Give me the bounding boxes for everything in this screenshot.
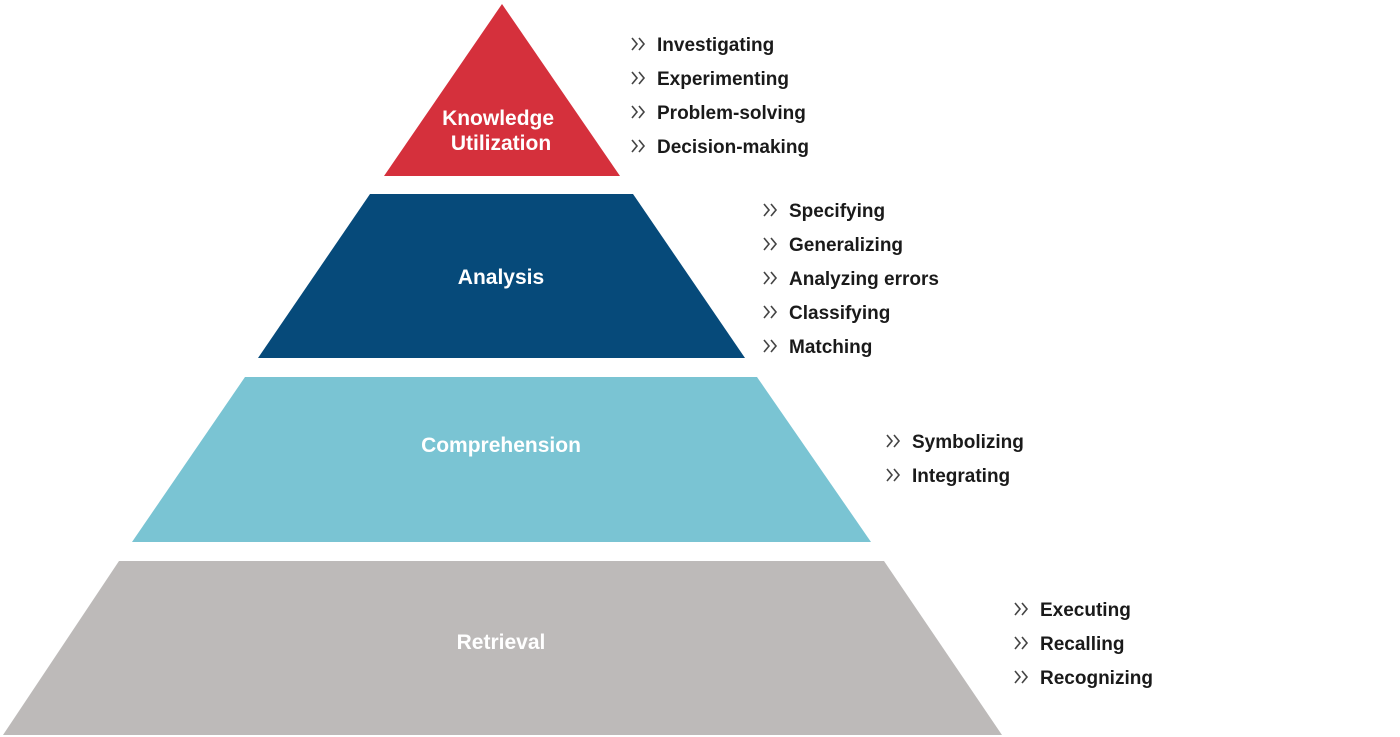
- tier-label-line: Retrieval: [457, 631, 546, 654]
- tier-analysis: Analysis Specifying Generalizing Analyzi…: [258, 194, 939, 358]
- double-chevron-icon: [1014, 670, 1029, 684]
- list-item: Recalling: [1014, 634, 1124, 655]
- double-chevron-icon: [1014, 602, 1029, 616]
- item-label: Analyzing errors: [789, 269, 939, 290]
- list-item: Classifying: [763, 303, 890, 324]
- double-chevron-icon: [1014, 636, 1029, 650]
- tier-label-line: Knowledge: [442, 107, 554, 130]
- list-item: Recognizing: [1014, 668, 1153, 689]
- item-label: Matching: [789, 337, 872, 358]
- double-chevron-icon: [763, 305, 778, 319]
- tier-knowledge-utilization: Knowledge Utilization Investigating Expe…: [384, 4, 809, 176]
- list-item: Integrating: [886, 466, 1010, 487]
- tier-label-comprehension: Comprehension: [421, 434, 581, 457]
- item-label: Classifying: [789, 303, 890, 324]
- list-item: Investigating: [631, 35, 774, 56]
- list-item: Symbolizing: [886, 432, 1024, 453]
- list-item: Decision-making: [631, 137, 809, 158]
- double-chevron-icon: [763, 339, 778, 353]
- item-label: Generalizing: [789, 235, 903, 256]
- list-item: Generalizing: [763, 235, 903, 256]
- item-label: Recalling: [1040, 634, 1124, 655]
- tier-label-line: Analysis: [458, 266, 544, 289]
- tier-items-knowledge-utilization: Investigating Experimenting Problem-solv…: [631, 35, 809, 158]
- item-label: Integrating: [912, 466, 1010, 487]
- tier-items-retrieval: Executing Recalling Recognizing: [1014, 600, 1153, 689]
- tier-label-knowledge-utilization: Knowledge Utilization: [442, 107, 560, 155]
- list-item: Problem-solving: [631, 103, 806, 124]
- item-label: Experimenting: [657, 69, 789, 90]
- tier-retrieval: Retrieval Executing Recalling Recognizin…: [3, 561, 1153, 735]
- list-item: Executing: [1014, 600, 1131, 621]
- item-label: Investigating: [657, 35, 774, 56]
- double-chevron-icon: [763, 271, 778, 285]
- item-label: Problem-solving: [657, 103, 806, 124]
- tier-comprehension: Comprehension Symbolizing Integrating: [132, 377, 1024, 542]
- list-item: Matching: [763, 337, 872, 358]
- item-label: Recognizing: [1040, 668, 1153, 689]
- item-label: Decision-making: [657, 137, 809, 158]
- list-item: Analyzing errors: [763, 269, 939, 290]
- tier-shape-knowledge-utilization: [384, 4, 620, 176]
- item-label: Executing: [1040, 600, 1131, 621]
- double-chevron-icon: [631, 105, 646, 119]
- item-label: Specifying: [789, 201, 885, 222]
- tier-label-line: Utilization: [451, 132, 551, 155]
- tier-shape-retrieval: [3, 561, 1002, 735]
- double-chevron-icon: [631, 139, 646, 153]
- list-item: Experimenting: [631, 69, 789, 90]
- double-chevron-icon: [886, 434, 901, 448]
- double-chevron-icon: [763, 237, 778, 251]
- tier-shape-analysis: [258, 194, 745, 358]
- double-chevron-icon: [631, 71, 646, 85]
- tier-label-retrieval: Retrieval: [457, 631, 546, 654]
- list-item: Specifying: [763, 201, 885, 222]
- double-chevron-icon: [886, 468, 901, 482]
- tier-shape-comprehension: [132, 377, 871, 542]
- tier-items-analysis: Specifying Generalizing Analyzing errors…: [763, 201, 939, 358]
- tier-items-comprehension: Symbolizing Integrating: [886, 432, 1024, 487]
- item-label: Symbolizing: [912, 432, 1024, 453]
- double-chevron-icon: [763, 203, 778, 217]
- tier-label-line: Comprehension: [421, 434, 581, 457]
- tier-label-analysis: Analysis: [458, 266, 544, 289]
- double-chevron-icon: [631, 37, 646, 51]
